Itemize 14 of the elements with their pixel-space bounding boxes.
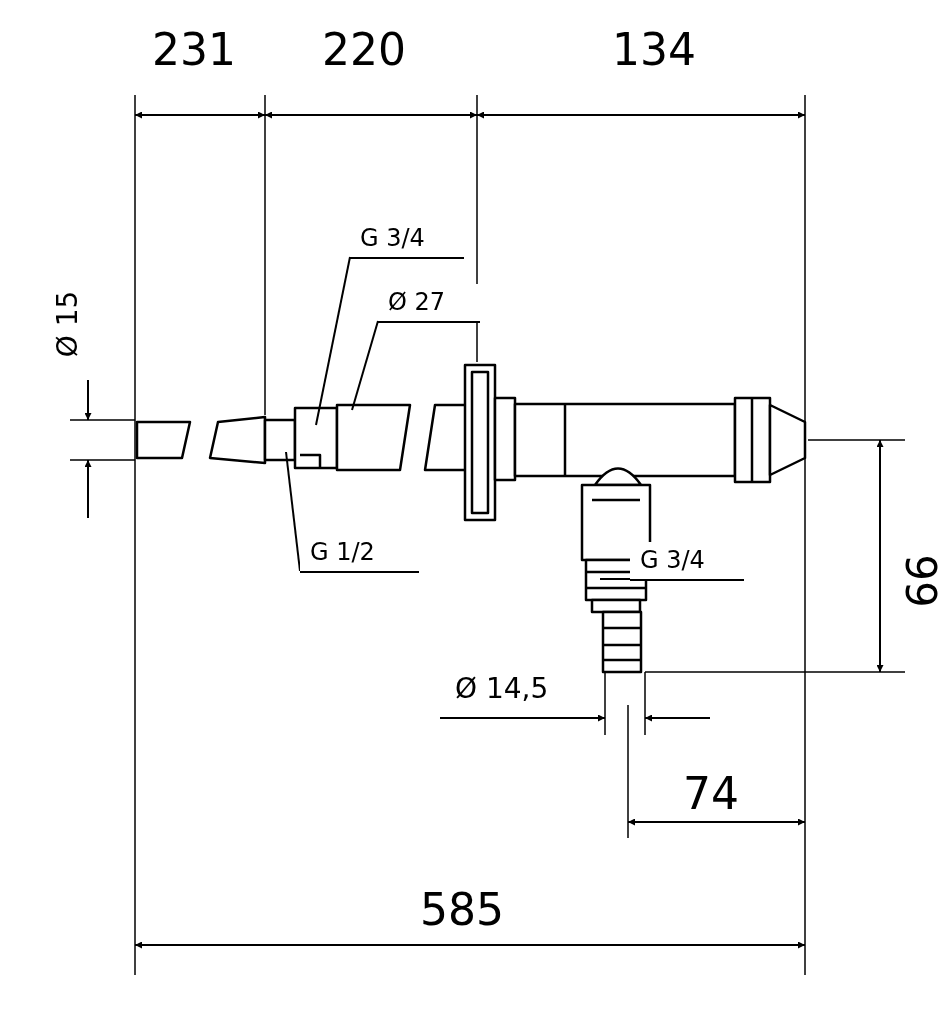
dimension-label: 134	[612, 28, 696, 72]
dimension-label: 220	[322, 28, 406, 72]
dimension-label: 231	[152, 28, 236, 72]
dimension-label: 99	[898, 554, 940, 608]
leader-line	[351, 320, 379, 411]
dimension-label: Ø 14,5	[455, 675, 549, 703]
dimension-label: 74	[683, 772, 739, 816]
callout-label: Ø 27	[378, 284, 480, 323]
leader-line	[599, 578, 631, 580]
callout-label: G 3/4	[630, 542, 744, 581]
leader-line	[285, 451, 301, 572]
dimension-label: Ø 15	[54, 290, 83, 358]
dimension-label: 585	[420, 888, 504, 932]
leader-line	[315, 256, 351, 426]
